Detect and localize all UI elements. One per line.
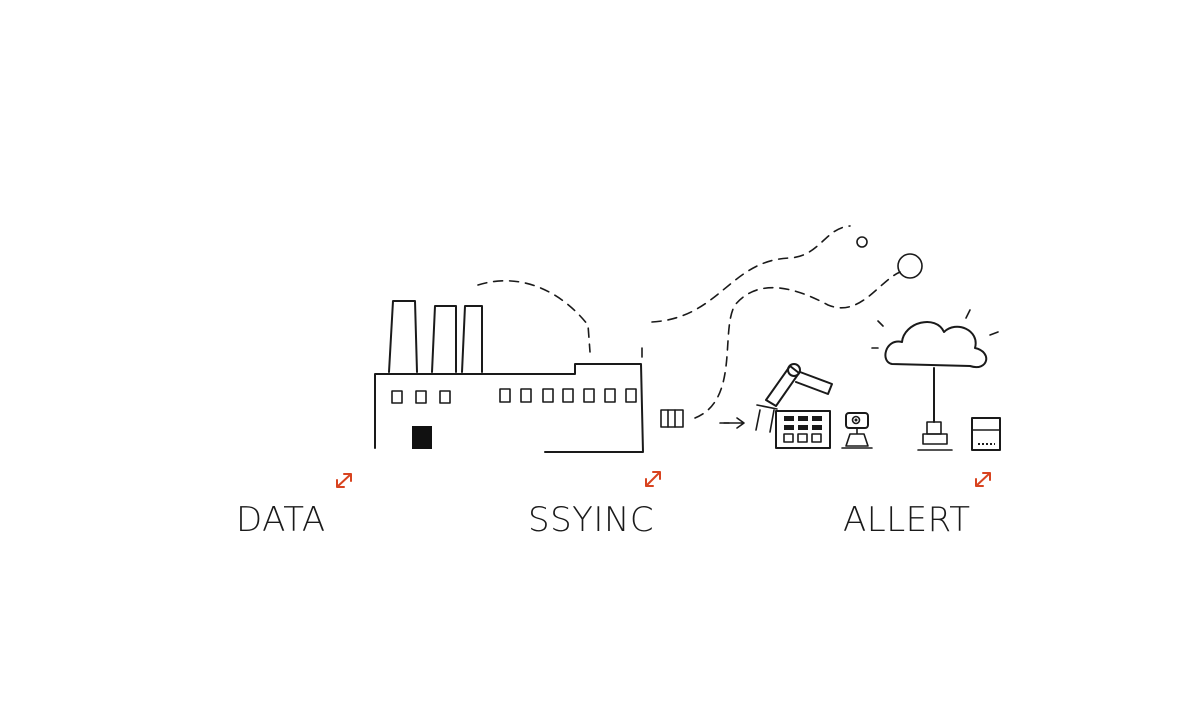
double-arrow-icon bbox=[336, 473, 352, 488]
double-arrow-icon bbox=[975, 472, 991, 487]
cloud-icon bbox=[871, 309, 999, 369]
label-alert: ALLERT bbox=[843, 500, 971, 540]
server-icon bbox=[917, 367, 953, 451]
robot-icon bbox=[841, 412, 873, 449]
data-flow-paths bbox=[477, 225, 901, 419]
label-data: DATA bbox=[236, 500, 326, 540]
node-circle-small bbox=[856, 236, 868, 248]
control-panel-icon bbox=[775, 410, 831, 449]
factory-icon bbox=[374, 300, 644, 453]
device-box-icon bbox=[971, 417, 1001, 451]
label-sync: SSYINC bbox=[528, 500, 655, 540]
gateway-icon bbox=[660, 409, 684, 428]
double-arrow-icon bbox=[645, 471, 661, 487]
arrow-right-icon bbox=[723, 417, 745, 429]
node-circle bbox=[897, 253, 923, 279]
robot-arm-icon bbox=[755, 363, 833, 433]
